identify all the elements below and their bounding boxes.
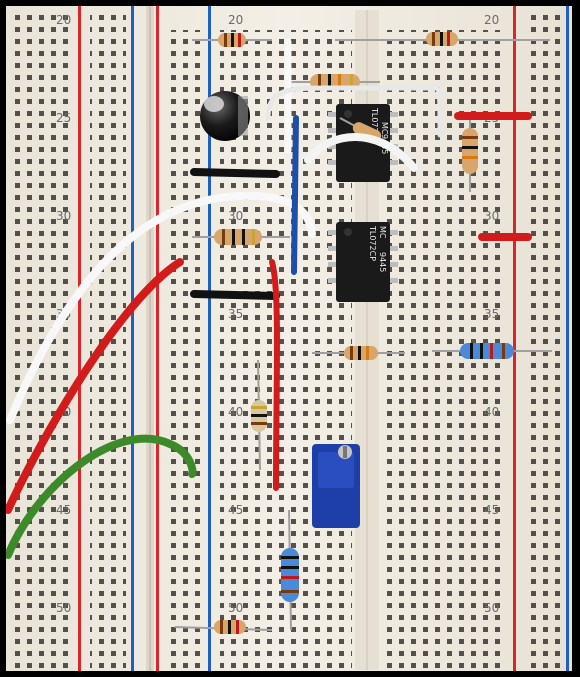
resistor-icon	[462, 128, 478, 174]
row-number: 45	[56, 503, 71, 517]
row-number: 30	[484, 209, 499, 223]
row-number: 25	[56, 111, 71, 125]
row-number: 30	[228, 209, 243, 223]
row-number: 45	[484, 503, 499, 517]
chip-label: TL072CP	[370, 107, 379, 143]
op-amp-bottom: TL072CP MC 9445	[328, 222, 398, 302]
row-number: 45	[228, 503, 243, 517]
chip-label: TL072CP	[368, 225, 377, 261]
row-number: 35	[228, 307, 243, 321]
power-rails	[78, 6, 569, 671]
jumper-wires	[4, 38, 532, 559]
row-number: 20	[228, 13, 243, 27]
trimpot-icon	[312, 444, 360, 528]
chip-label: MC	[380, 122, 389, 135]
row-number: 40	[228, 405, 243, 419]
row-numbers: 20 20 20 25 25 25 30 30 30 35 35 35 40 4…	[56, 13, 499, 615]
resistor-icon	[460, 343, 514, 359]
row-number: 35	[484, 307, 499, 321]
row-number: 40	[484, 405, 499, 419]
row-number: 50	[484, 601, 499, 615]
resistor-icon	[214, 229, 262, 245]
row-number: 30	[56, 209, 71, 223]
chip-label: 9445	[378, 252, 387, 272]
resistor-icon	[281, 548, 299, 602]
row-number: 20	[56, 13, 71, 27]
chip-label: MC	[378, 226, 387, 239]
row-number: 50	[228, 601, 243, 615]
row-number: 20	[484, 13, 499, 27]
capacitor-icon	[200, 91, 250, 141]
row-number: 50	[56, 601, 71, 615]
